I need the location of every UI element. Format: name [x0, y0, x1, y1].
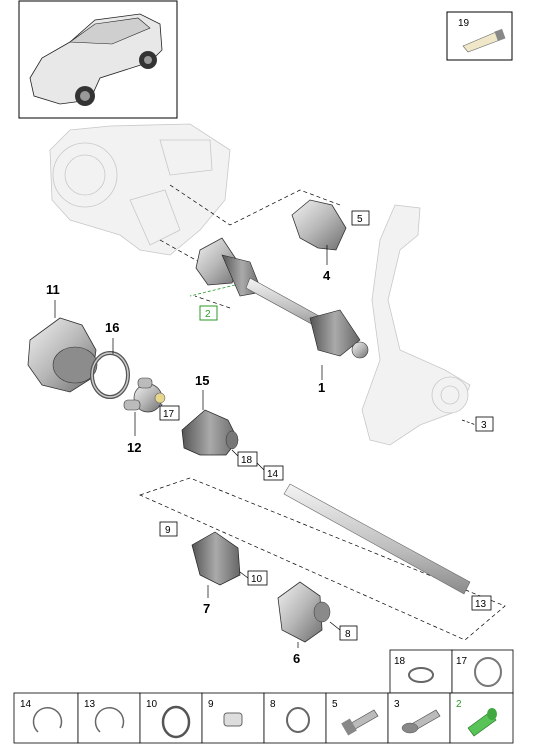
wheel-carrier-ghost [361, 204, 471, 446]
thumb-label: 17 [456, 656, 468, 667]
thumb-part-10[interactable]: 10 [139, 692, 203, 744]
thumb-label: 18 [394, 656, 406, 667]
thumb-label: 9 [208, 699, 214, 710]
thumb-label: 14 [20, 699, 32, 710]
label-1: 1 [318, 380, 325, 395]
label-17: 17 [163, 409, 175, 420]
label-13: 13 [475, 599, 487, 610]
thumb-label: 10 [146, 699, 158, 710]
outer-boot [191, 531, 241, 586]
thumb-label: 5 [332, 699, 338, 710]
thumb-row-mid: 18 17 [389, 649, 514, 694]
green-leader [189, 284, 236, 297]
engine-ghost [49, 123, 231, 256]
vehicle-illustration [29, 13, 163, 106]
label-12: 12 [127, 440, 141, 455]
clamp-ring [90, 351, 130, 399]
inner-boot [181, 409, 239, 456]
label-6: 6 [293, 651, 300, 666]
thumb-part-5[interactable]: 5 [325, 692, 389, 744]
joint-housing [27, 317, 98, 393]
label-11: 11 [46, 282, 60, 297]
label-5: 5 [357, 214, 363, 225]
thumb-part-9[interactable]: 9 [201, 692, 265, 744]
thumb-row-bottom: 14 13 10 9 8 5 [13, 692, 514, 744]
thumb-part-2[interactable]: 2 [449, 692, 514, 744]
thumb-part-19[interactable]: 19 [446, 11, 513, 61]
thumb-label: 19 [458, 18, 470, 29]
bold-labels: 1 4 7 6 11 16 12 15 [46, 245, 331, 666]
thumb-label: 3 [394, 699, 400, 710]
thumb-part-3[interactable]: 3 [387, 692, 451, 744]
thumb-label: 8 [270, 699, 276, 710]
label-2: 2 [205, 309, 211, 320]
thumb-part-13[interactable]: 13 [77, 692, 141, 744]
outer-joint [277, 581, 331, 643]
label-14: 14 [267, 469, 279, 480]
drive-shaft-complete [195, 237, 369, 359]
tripod-joint [123, 377, 166, 413]
label-16: 16 [105, 320, 119, 335]
label-8: 8 [345, 629, 351, 640]
label-9: 9 [165, 525, 171, 536]
label-15: 15 [195, 373, 209, 388]
label-10: 10 [251, 574, 263, 585]
label-3: 3 [481, 420, 487, 431]
thumb-part-18[interactable]: 18 [389, 649, 453, 694]
boxed-labels: 2 3 5 8 9 10 13 14 17 18 [159, 210, 494, 641]
intermediate-shaft [283, 483, 471, 595]
thumb-part-14[interactable]: 14 [13, 692, 79, 744]
thumb-part-8[interactable]: 8 [263, 692, 327, 744]
leader-lines [139, 184, 506, 641]
thumb-part-17[interactable]: 17 [451, 649, 514, 694]
thumb-label: 13 [84, 699, 96, 710]
thumb-label: 2 [456, 699, 462, 710]
label-7: 7 [203, 601, 210, 616]
heat-shield [291, 199, 347, 251]
label-4: 4 [323, 268, 331, 283]
label-18: 18 [241, 455, 253, 466]
